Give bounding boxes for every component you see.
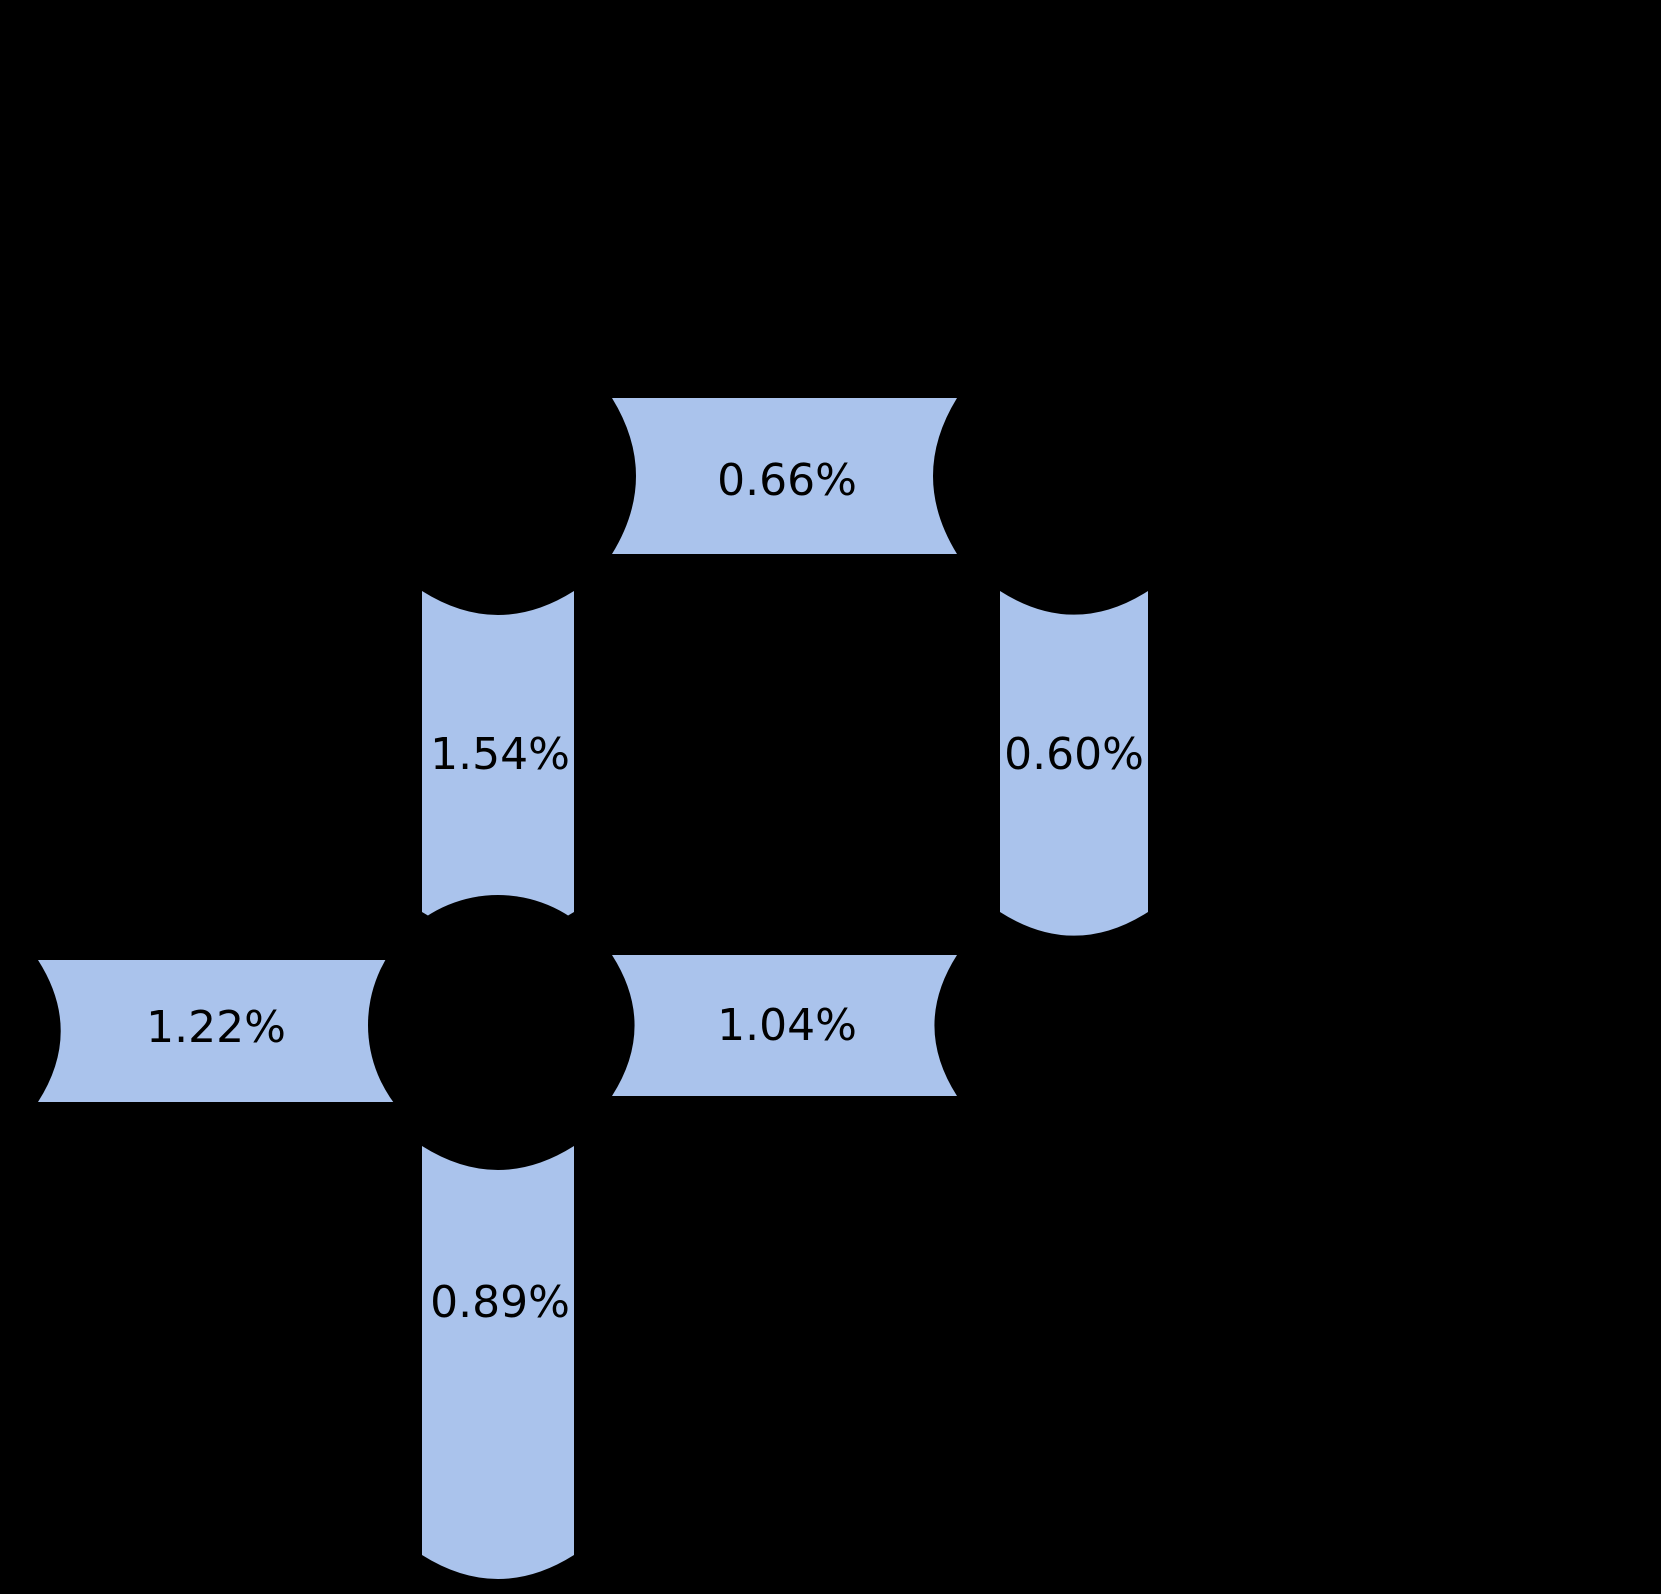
center-hub-node[interactable] xyxy=(368,895,628,1155)
flow-ribbon-flow-right-vertical[interactable] xyxy=(1000,591,1148,936)
flow-ribbon-flow-top[interactable] xyxy=(612,398,957,554)
ribbon-layer xyxy=(38,398,1148,1579)
flow-ribbon-flow-center-horizontal[interactable] xyxy=(612,955,957,1096)
flow-ribbon-flow-left-vertical[interactable] xyxy=(422,591,574,936)
flow-ribbon-flow-left-horizontal[interactable] xyxy=(38,960,413,1102)
flow-ribbon-flow-bottom-vertical[interactable] xyxy=(422,1146,574,1579)
